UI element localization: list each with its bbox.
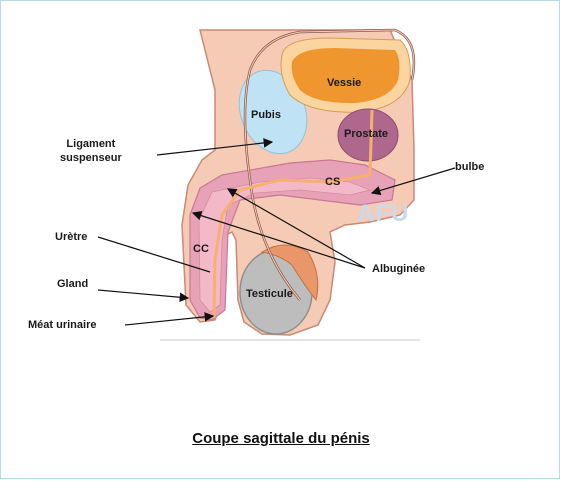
- watermark: AFU: [357, 200, 409, 228]
- label-gland: Gland: [57, 277, 88, 291]
- bladder: [292, 48, 400, 103]
- figure-caption: Coupe sagittale du pénis: [0, 430, 562, 447]
- label-cc: CC: [193, 243, 209, 255]
- label-albuginee: Albuginée: [372, 262, 425, 276]
- label-meat: Méat urinaire: [28, 318, 96, 332]
- label-bulbe: bulbe: [455, 160, 484, 174]
- label-cs: CS: [325, 176, 340, 188]
- label-ligament-text: Ligament suspenseur: [60, 138, 122, 164]
- label-uretre: Urètre: [55, 230, 87, 244]
- pointer-gland: [98, 290, 188, 298]
- label-vessie: Vessie: [327, 77, 361, 89]
- label-pubis: Pubis: [251, 109, 281, 121]
- label-prostate: Prostate: [344, 128, 388, 140]
- label-testicule: Testicule: [246, 288, 293, 300]
- label-ligament: Ligament suspenseur: [60, 137, 122, 165]
